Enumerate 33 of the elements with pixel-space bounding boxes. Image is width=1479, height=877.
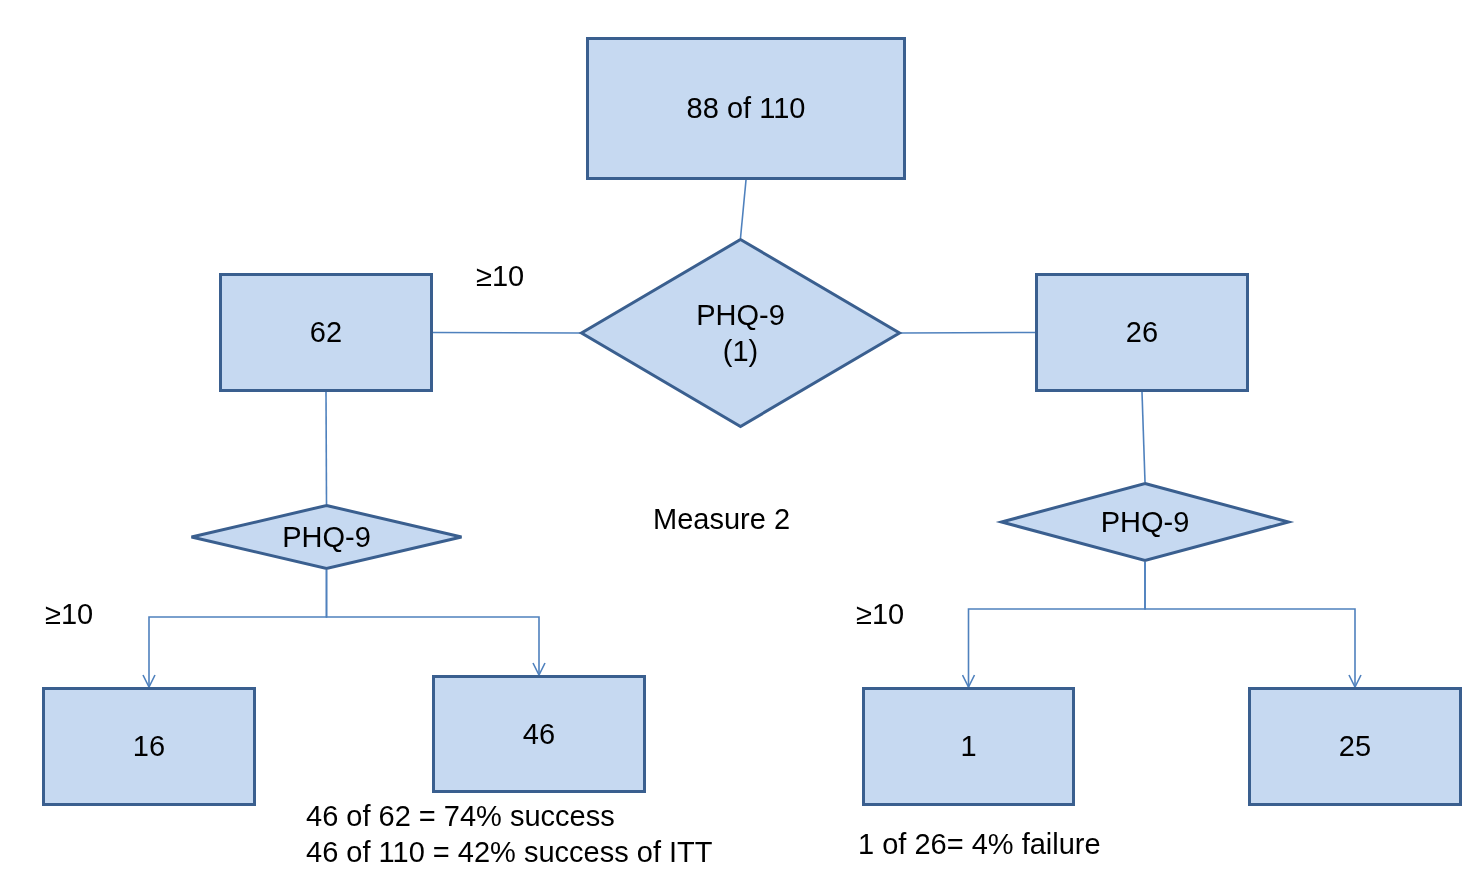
connector-line [739,179,747,239]
connector-line [1141,391,1146,483]
decision-diamond [580,238,901,428]
threshold-label: ≥10 [476,260,525,293]
count-box [862,687,1075,806]
count-text: 46 [522,717,556,751]
count-box [432,675,646,793]
count-text: 88 of 110 [686,92,806,125]
threshold-label: Measure 2 [653,503,790,536]
count-box [1248,687,1462,806]
result-note: 46 of 62 = 74% success [306,800,615,833]
count-text: 16 [132,730,166,763]
count-text: 25 [1338,730,1372,763]
arrow [1144,561,1362,688]
count-text: 26 [1125,316,1159,349]
count-text: 1 [960,730,977,763]
decision-diamond [190,504,463,570]
count-box [1035,273,1249,392]
count-text: 62 [309,316,343,349]
connector-line [900,331,1036,334]
decision-text: PHQ-9 (1) [695,297,786,369]
result-note: 46 of 110 = 42% success of ITT [306,836,713,869]
count-box [219,273,433,392]
arrow [325,569,546,676]
decision-text: PHQ-9 [1100,504,1190,540]
connector-line [325,391,328,505]
decision-text: PHQ-9 [282,519,371,555]
count-box [42,687,256,806]
threshold-label: ≥10 [856,598,905,631]
count-box [586,37,906,180]
connector-line [432,331,581,334]
result-note: 1 of 26= 4% failure [858,828,1101,861]
threshold-label: ≥10 [45,598,94,631]
